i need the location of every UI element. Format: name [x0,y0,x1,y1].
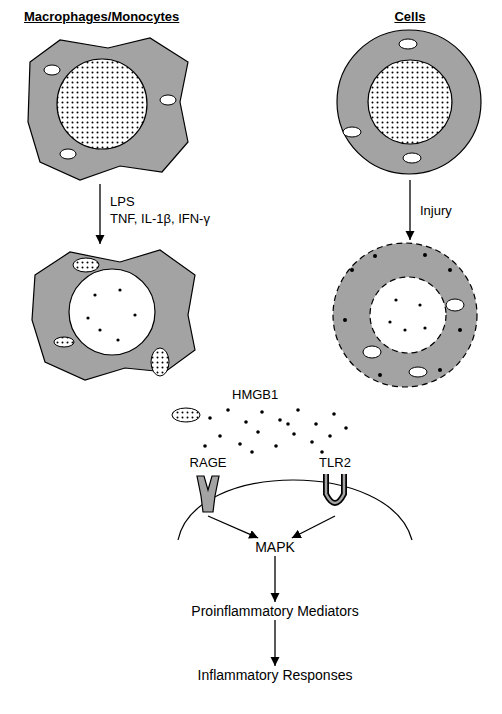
vesicle [363,346,381,358]
nuclear-dot [388,320,391,323]
nuclear-dot [93,293,96,296]
released-particle [458,328,462,332]
hmgb1-particle [244,420,248,424]
node-shape [325,4,495,182]
hmgb1-particle [256,430,260,434]
hmgb1-particle [274,444,278,448]
flow-arrow [274,556,275,602]
receptor: RAGE [186,454,230,516]
hmgb1-particle [292,432,296,436]
hmgb1-particle [344,426,348,430]
released-particle [373,254,377,258]
hmgb1-particle [310,440,314,444]
released-particle [448,268,452,272]
hmgb1-particle [218,434,222,438]
vesicle [343,127,361,137]
flow-arrow [292,516,335,538]
hmgb1-particle [320,450,324,454]
cell-type-heading: Macrophages/Monocytes [18,4,196,26]
pathway-label: MAPK [245,538,305,556]
released-particle [438,368,442,372]
activation-arrow [99,184,100,244]
cell-body [337,30,481,174]
vesicle [403,153,421,163]
released-particle [423,253,427,257]
hmgb1-particle [332,412,336,416]
nuclear-dot [116,338,119,341]
vesicle [44,65,60,75]
nucleus [57,59,147,149]
stimulus-label: Injury [420,203,490,219]
receptor-name: TLR2 [313,454,357,472]
pathway-step: Inflammatory Responses [145,666,405,684]
hmgb1-particle [314,422,318,426]
hmgb1-particle [296,408,300,412]
vesicle [54,337,74,347]
hmgb1-particle [250,450,254,454]
vesicle [73,258,99,272]
nuclear-dot [133,313,136,316]
pathway-label: Inflammatory Responses [145,666,405,684]
receptor-name: RAGE [186,454,230,472]
activated-macrophage [32,250,195,380]
cell-illustration: Macrophages/Monocytes [18,4,196,186]
receptor: TLR2 [313,454,357,516]
released-particle [350,268,354,272]
tlr2-receptor-outline [326,474,344,503]
hmgb1-particle [226,408,230,412]
nuclear-dot [86,316,89,319]
nuclear-dot [423,326,426,329]
pathway-step: Proinflammatory Mediators [145,602,405,620]
injured-nucleus [370,277,446,353]
rage-receptor [197,476,219,512]
molecule-label: HMGB1 [232,387,312,403]
nuclear-dot [98,328,101,331]
vesicle [399,39,417,49]
hmgb1-particle [203,444,207,448]
flow-arrow [274,620,275,666]
vesicle [446,299,464,311]
stimulus-label: TNF, IL-1β, IFN-γ [110,211,250,227]
hmgb1-particle [260,410,264,414]
released-particle [378,373,382,377]
nuclear-dot [394,298,397,301]
hmgb1-particle [238,442,242,446]
hmgb1-particle [208,416,212,420]
stimulus-label: LPS [110,194,170,210]
released-particle [343,318,347,322]
activated-nucleus [69,269,155,355]
hmgb1-particle [278,418,282,422]
injury-arrow [409,180,410,240]
pathway-label: Proinflammatory Mediators [145,602,405,620]
vesicle [160,95,176,105]
tlr2-receptor [326,474,344,503]
pathway-step: MAPK [245,538,305,556]
nuclear-dot [403,328,406,331]
nuclear-dot [118,288,121,291]
exocytosis-vesicle [151,348,169,376]
released-vesicle [172,408,200,422]
flow-arrow [208,516,258,538]
macrophage-body [28,38,188,180]
hmgb1-particle [328,434,332,438]
hmgb1-particle [286,422,290,426]
cell-illustration: Cells [325,4,495,182]
nucleus [368,60,452,144]
injured-cell [333,243,477,387]
nuclear-dot [418,303,421,306]
vesicle [409,367,427,377]
cell-type-heading: Cells [325,4,495,26]
vesicle [60,149,76,159]
node-shape [18,4,196,186]
